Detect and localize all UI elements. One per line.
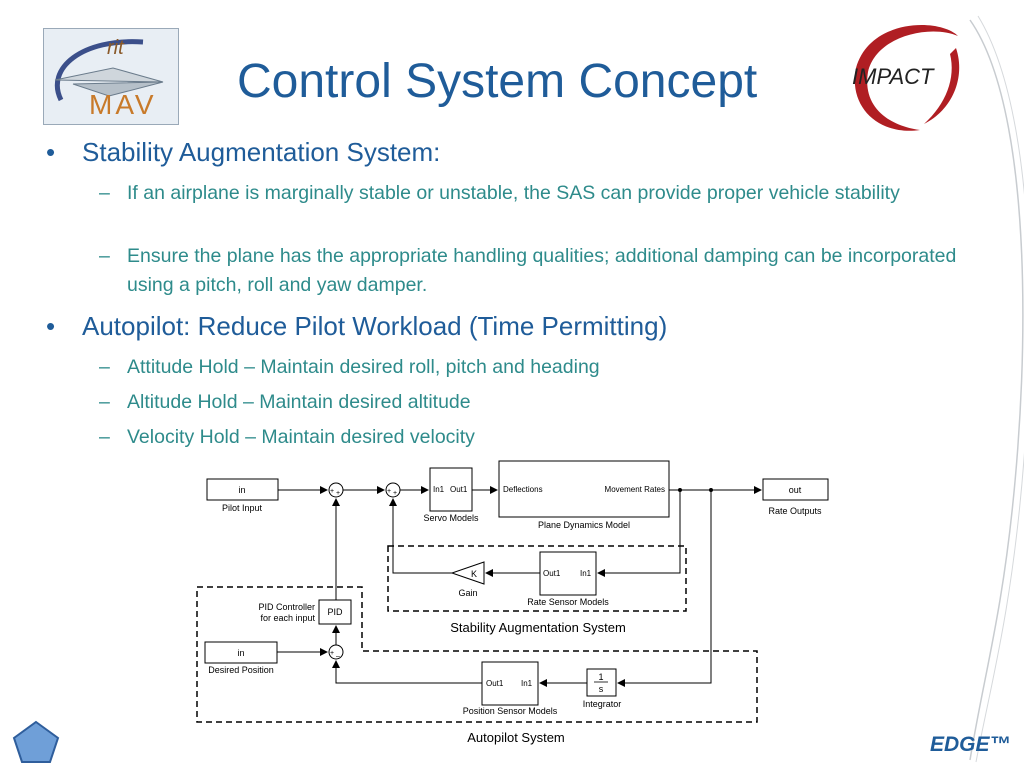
dash-glyph: –	[99, 245, 110, 267]
servo-out-port: Out1	[450, 485, 468, 494]
sum1-plus-b: +	[336, 490, 340, 497]
rit-text: rit	[107, 37, 125, 59]
servo-model-block	[429, 467, 473, 512]
plane-dynamics-block	[498, 460, 670, 518]
plane-caption: Plane Dynamics Model	[538, 520, 630, 530]
position-sensor-caption: Position Sensor Models	[463, 706, 558, 716]
bullet-sas: • Stability Augmentation System:	[46, 137, 441, 168]
integrator-numerator: 1	[598, 672, 603, 682]
sas-region	[387, 545, 687, 612]
dash-glyph: –	[99, 356, 110, 378]
sum3-minus: –	[336, 653, 340, 660]
pilot-input-port-label: in	[238, 485, 245, 495]
position-sensor-block	[481, 661, 539, 706]
sub-bullet-sas-2: – Ensure the plane has the appropriate h…	[99, 242, 957, 300]
sas-region-label: Stability Augmentation System	[450, 620, 626, 635]
footer-edge-brand: EDGE™	[930, 733, 1011, 756]
plane-in-port: Deflections	[503, 485, 543, 494]
signal-wires	[277, 486, 762, 687]
gain-block	[450, 561, 485, 585]
rit-mav-logo: rit MAV	[43, 28, 179, 125]
rate-sensor-caption: Rate Sensor Models	[527, 597, 609, 607]
slide-title: Control System Concept	[237, 55, 758, 108]
bullet-autopilot-text: Autopilot: Reduce Pilot Workload (Time P…	[82, 311, 668, 341]
desired-position-caption: Desired Position	[208, 665, 274, 675]
sub-bullet-text: Attitude Hold – Maintain desired roll, p…	[127, 356, 600, 378]
integrator-block	[586, 668, 617, 697]
dash-glyph: –	[99, 391, 110, 413]
sub-bullet-text: Ensure the plane has the appropriate han…	[127, 245, 957, 296]
servo-caption: Servo Models	[423, 513, 479, 523]
pid-caption-line1: PID Controller	[258, 602, 315, 612]
autopilot-region	[196, 586, 758, 723]
sub-bullet-text: Velocity Hold – Maintain desired velocit…	[127, 426, 475, 448]
sub-bullet-text: Altitude Hold – Maintain desired altitud…	[127, 391, 471, 413]
gain-caption: Gain	[458, 588, 477, 598]
dash-glyph: –	[99, 426, 110, 448]
rate-outputs-port-label: out	[789, 485, 802, 495]
dash-glyph: –	[99, 182, 110, 204]
pid-caption-line2: for each input	[260, 613, 315, 623]
sum2-plus: +	[387, 488, 391, 495]
integrator-caption: Integrator	[583, 699, 622, 709]
rate-sensor-out-port: Out1	[543, 569, 561, 578]
rate-outputs-block	[762, 478, 829, 501]
integrator-denominator: s	[599, 684, 604, 694]
desired-position-port-label: in	[237, 648, 244, 658]
sum1-plus: +	[330, 488, 334, 495]
bullet-glyph: •	[46, 137, 56, 167]
mav-text: MAV	[89, 89, 157, 120]
sub-bullet-autopilot-1: – Attitude Hold – Maintain desired roll,…	[99, 353, 957, 382]
decorative-swoosh	[969, 15, 1024, 763]
bullet-glyph: •	[46, 311, 56, 341]
position-sensor-out-port: Out1	[486, 679, 504, 688]
sub-bullet-autopilot-2: – Altitude Hold – Maintain desired altit…	[99, 388, 957, 417]
autopilot-region-label: Autopilot System	[467, 730, 565, 745]
bullet-sas-text: Stability Augmentation System:	[82, 137, 441, 167]
rate-sensor-in-port: In1	[580, 569, 592, 578]
position-sensor-in-port: In1	[521, 679, 533, 688]
sum3-plus: +	[330, 650, 334, 657]
sum2-plus-b: +	[393, 490, 397, 497]
bullet-autopilot: • Autopilot: Reduce Pilot Workload (Time…	[46, 311, 668, 342]
rate-sensor-block	[539, 551, 597, 596]
sub-bullet-sas-1: – If an airplane is marginally stable or…	[99, 179, 957, 208]
sub-bullet-autopilot-3: – Velocity Hold – Maintain desired veloc…	[99, 423, 957, 452]
impact-text: IMPACT	[852, 64, 935, 89]
rate-outputs-caption: Rate Outputs	[768, 506, 822, 516]
pid-block	[318, 599, 352, 625]
pid-symbol: PID	[327, 607, 343, 617]
impact-logo: IMPACT	[852, 25, 960, 131]
pentagon-nav-icon[interactable]	[12, 720, 60, 764]
junction-dots	[678, 488, 713, 492]
pilot-input-caption: Pilot Input	[222, 503, 263, 513]
sub-bullet-text: If an airplane is marginally stable or u…	[127, 182, 900, 204]
plane-out-port: Movement Rates	[605, 485, 665, 494]
servo-in-port: In1	[433, 485, 445, 494]
gain-symbol: K	[471, 569, 477, 579]
